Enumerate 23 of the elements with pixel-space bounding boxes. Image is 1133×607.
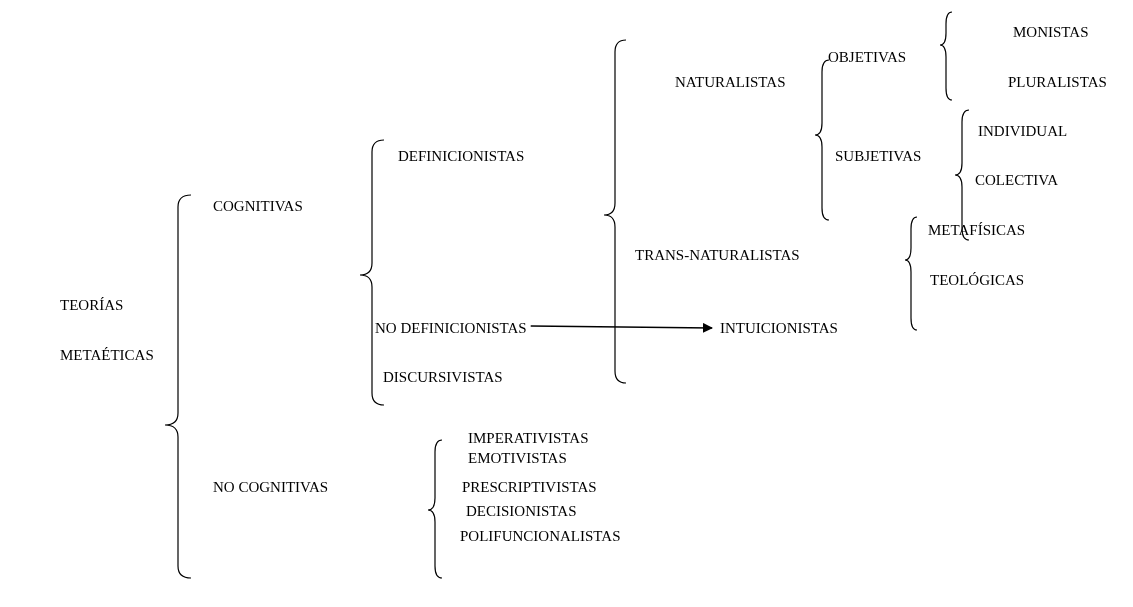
category-label: INDIVIDUAL [978, 122, 1068, 140]
category-label: PLURALISTAS [1008, 73, 1107, 91]
category-label: NO COGNITIVAS [213, 478, 329, 496]
category-label: POLIFUNCIONALISTAS [460, 527, 621, 545]
category-label: COGNITIVAS [213, 197, 303, 215]
category-label: DEFINICIONISTAS [398, 147, 525, 165]
category-label: TEOLÓGICAS [930, 271, 1025, 289]
category-label: EMOTIVISTAS [468, 449, 567, 467]
category-label: DECISIONISTAS [466, 502, 577, 520]
arrow [530, 322, 713, 333]
category-label: MONISTAS [1013, 23, 1089, 41]
category-label: SUBJETIVAS [835, 147, 922, 165]
category-label: IMPERATIVISTAS [468, 429, 589, 447]
category-label: NATURALISTAS [675, 73, 786, 91]
category-label: OBJETIVAS [828, 48, 907, 66]
category-label: NO DEFINICIONISTAS [375, 319, 527, 337]
category-label: INTUICIONISTAS [720, 319, 838, 337]
category-label: TEORÍAS [60, 296, 124, 314]
category-label: PRESCRIPTIVISTAS [462, 478, 597, 496]
category-label: COLECTIVA [975, 171, 1059, 189]
category-label: TRANS-NATURALISTAS [635, 246, 800, 264]
category-label: DISCURSIVISTAS [383, 368, 503, 386]
category-label: METAÉTICAS [60, 346, 154, 364]
